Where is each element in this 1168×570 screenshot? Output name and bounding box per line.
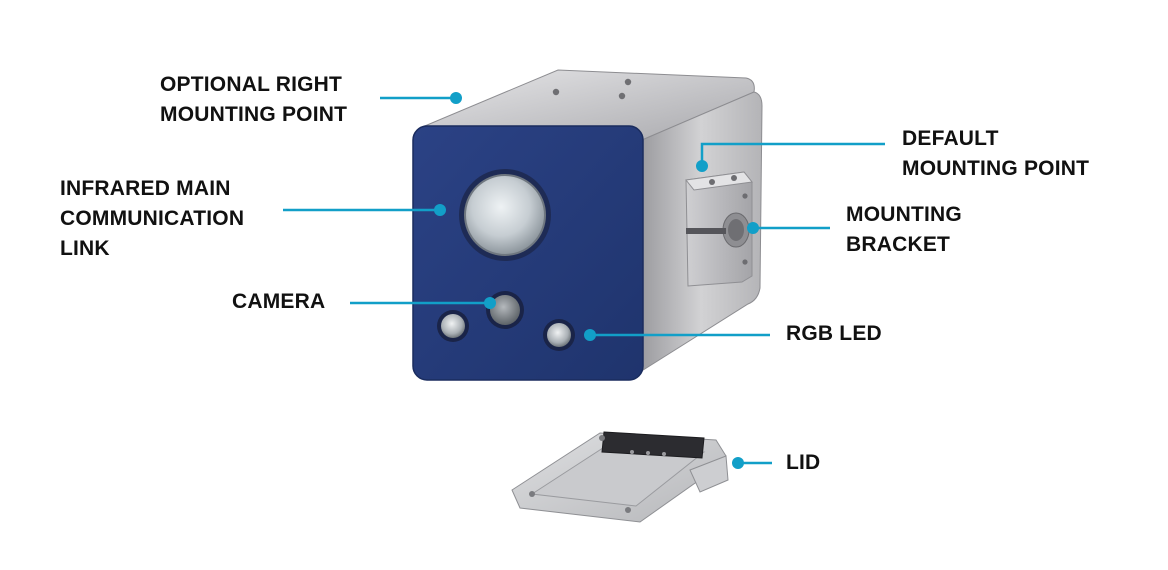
bracket-hole xyxy=(742,259,748,265)
lid-tab xyxy=(689,455,729,493)
lid-screw xyxy=(599,435,605,441)
callout-infrared xyxy=(283,204,446,216)
bracket-slot xyxy=(686,228,726,234)
label-lid: LID xyxy=(786,451,821,474)
label-camera: CAMERA xyxy=(232,290,326,313)
callout-bracket xyxy=(747,222,830,234)
callout-optional-right xyxy=(380,92,462,104)
top-hole xyxy=(618,92,626,100)
lid-inner xyxy=(530,445,706,507)
callout-camera xyxy=(350,297,496,309)
lid-screw xyxy=(529,491,535,497)
label-infrared-main-communication-link: INFRARED MAIN COMMUNICATION LINK xyxy=(60,177,245,260)
bracket-hole xyxy=(731,175,737,181)
label-default-mounting-point: DEFAULT MOUNTING POINT xyxy=(902,127,1090,180)
label-optional-right-mounting-point: OPTIONAL RIGHT MOUNTING POINT xyxy=(160,73,348,126)
label-rgb-led: RGB LED xyxy=(786,322,882,345)
bracket-hole xyxy=(709,179,715,185)
top-hole xyxy=(552,88,560,96)
lid-screw xyxy=(625,507,631,513)
top-hole xyxy=(624,78,632,86)
bracket-hole xyxy=(742,193,748,199)
callout-lid xyxy=(732,457,772,469)
lid-connector xyxy=(601,431,705,459)
callout-rgb-led xyxy=(584,329,770,341)
callout-default-mount xyxy=(696,142,885,172)
label-mounting-bracket: MOUNTING BRACKET xyxy=(846,203,962,256)
